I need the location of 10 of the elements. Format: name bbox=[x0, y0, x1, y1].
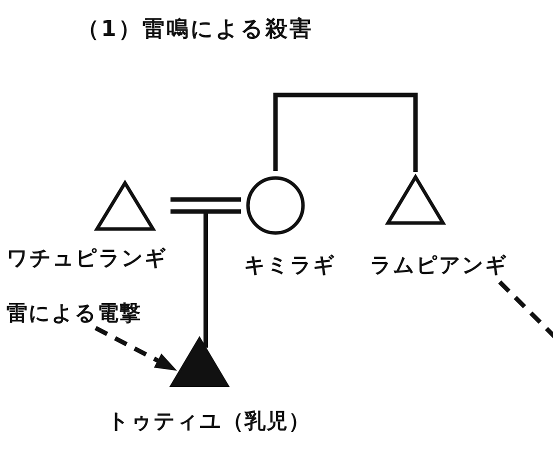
person-name: トゥティユ（乳児） bbox=[108, 409, 310, 433]
person-name: ラムピアンギ bbox=[370, 253, 508, 277]
diagram-title: （1）雷鳴による殺害 bbox=[77, 18, 314, 42]
dashed-arrow bbox=[94, 326, 178, 371]
person-name: ワチュピランギ bbox=[6, 246, 168, 270]
person-name: キミラギ bbox=[244, 253, 336, 277]
descent-line bbox=[168, 209, 244, 350]
sibling-line bbox=[273, 92, 418, 172]
cause-label: 雷による電撃 bbox=[6, 301, 142, 325]
marriage-line bbox=[170, 197, 241, 202]
